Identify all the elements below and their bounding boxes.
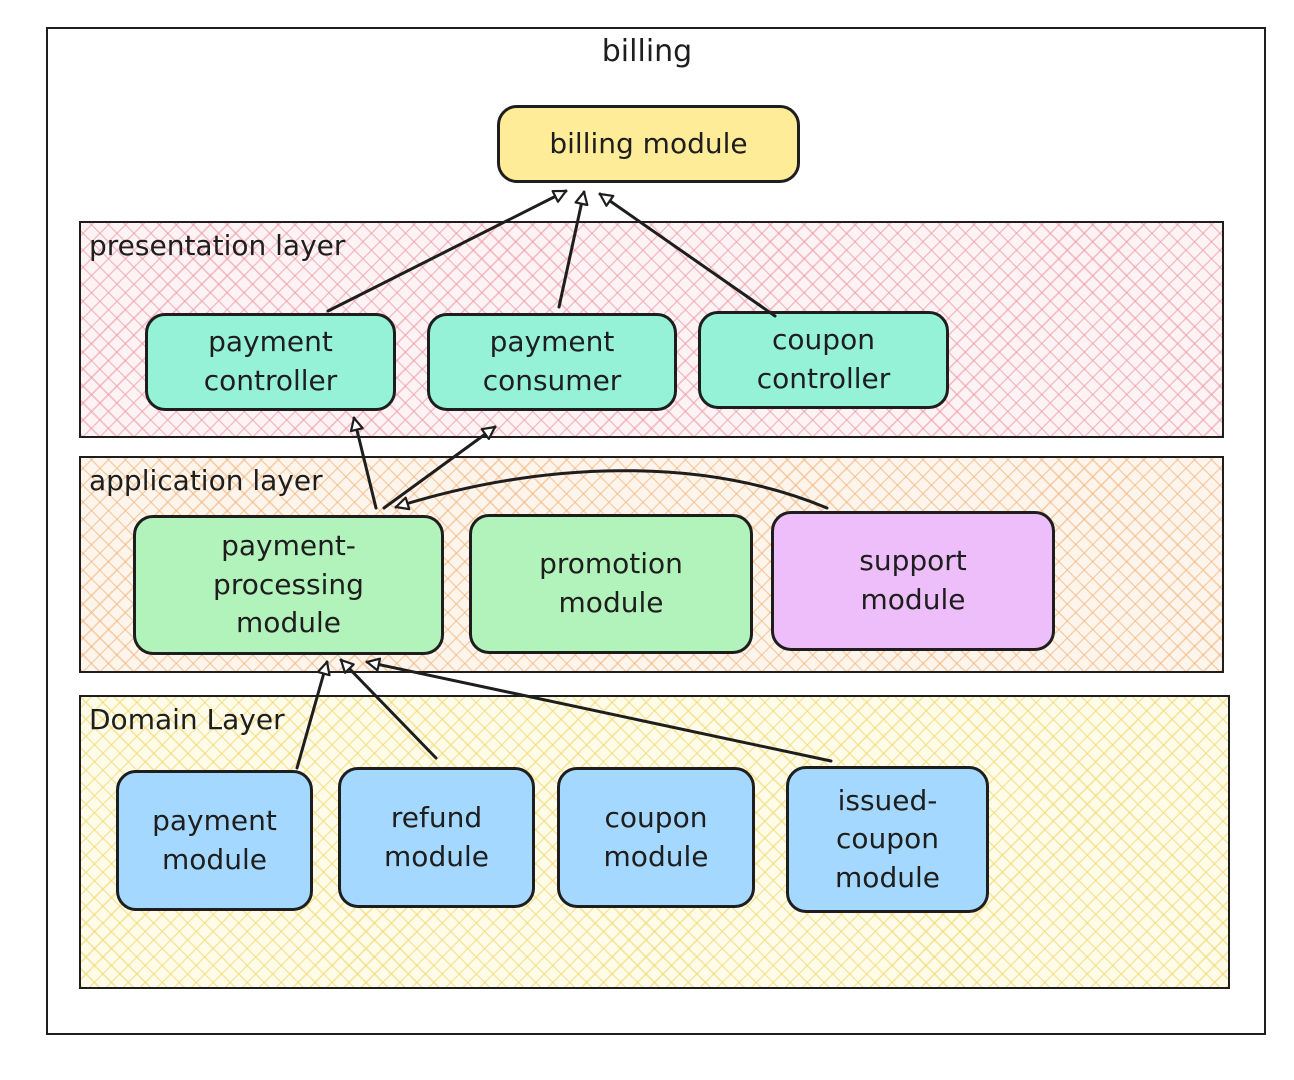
support-module-label: support module bbox=[859, 544, 967, 616]
payment-controller-node[interactable]: payment controller bbox=[145, 313, 396, 411]
support-module-node[interactable]: support module bbox=[771, 511, 1055, 651]
application-layer-label: application layer bbox=[89, 464, 323, 497]
billing-module-node[interactable]: billing module bbox=[497, 105, 800, 183]
refund-module-node[interactable]: refund module bbox=[338, 767, 535, 908]
payment-consumer-label: payment consumer bbox=[482, 325, 622, 397]
payment-processing-module-node[interactable]: payment- processing module bbox=[133, 515, 444, 655]
payment-processing-module-label: payment- processing module bbox=[213, 529, 364, 640]
coupon-controller-label: coupon controller bbox=[756, 323, 891, 395]
presentation-layer-label: presentation layer bbox=[89, 229, 346, 262]
domain-layer-label: Domain Layer bbox=[89, 703, 285, 736]
billing-module-label: billing module bbox=[549, 126, 748, 160]
promotion-module-node[interactable]: promotion module bbox=[469, 514, 753, 654]
payment-module-node[interactable]: payment module bbox=[116, 770, 313, 911]
coupon-module-label: coupon module bbox=[603, 800, 709, 873]
payment-controller-label: payment controller bbox=[203, 325, 338, 397]
billing-frame bbox=[46, 27, 1266, 1035]
payment-consumer-node[interactable]: payment consumer bbox=[427, 313, 677, 411]
frame-title: billing bbox=[601, 34, 693, 69]
coupon-module-node[interactable]: coupon module bbox=[557, 767, 755, 908]
refund-module-label: refund module bbox=[384, 800, 489, 873]
coupon-controller-node[interactable]: coupon controller bbox=[698, 311, 949, 409]
issued-coupon-module-label: issued- coupon module bbox=[835, 783, 940, 894]
issued-coupon-module-node[interactable]: issued- coupon module bbox=[786, 766, 989, 913]
promotion-module-label: promotion module bbox=[539, 547, 683, 619]
payment-module-label: payment module bbox=[152, 803, 277, 876]
